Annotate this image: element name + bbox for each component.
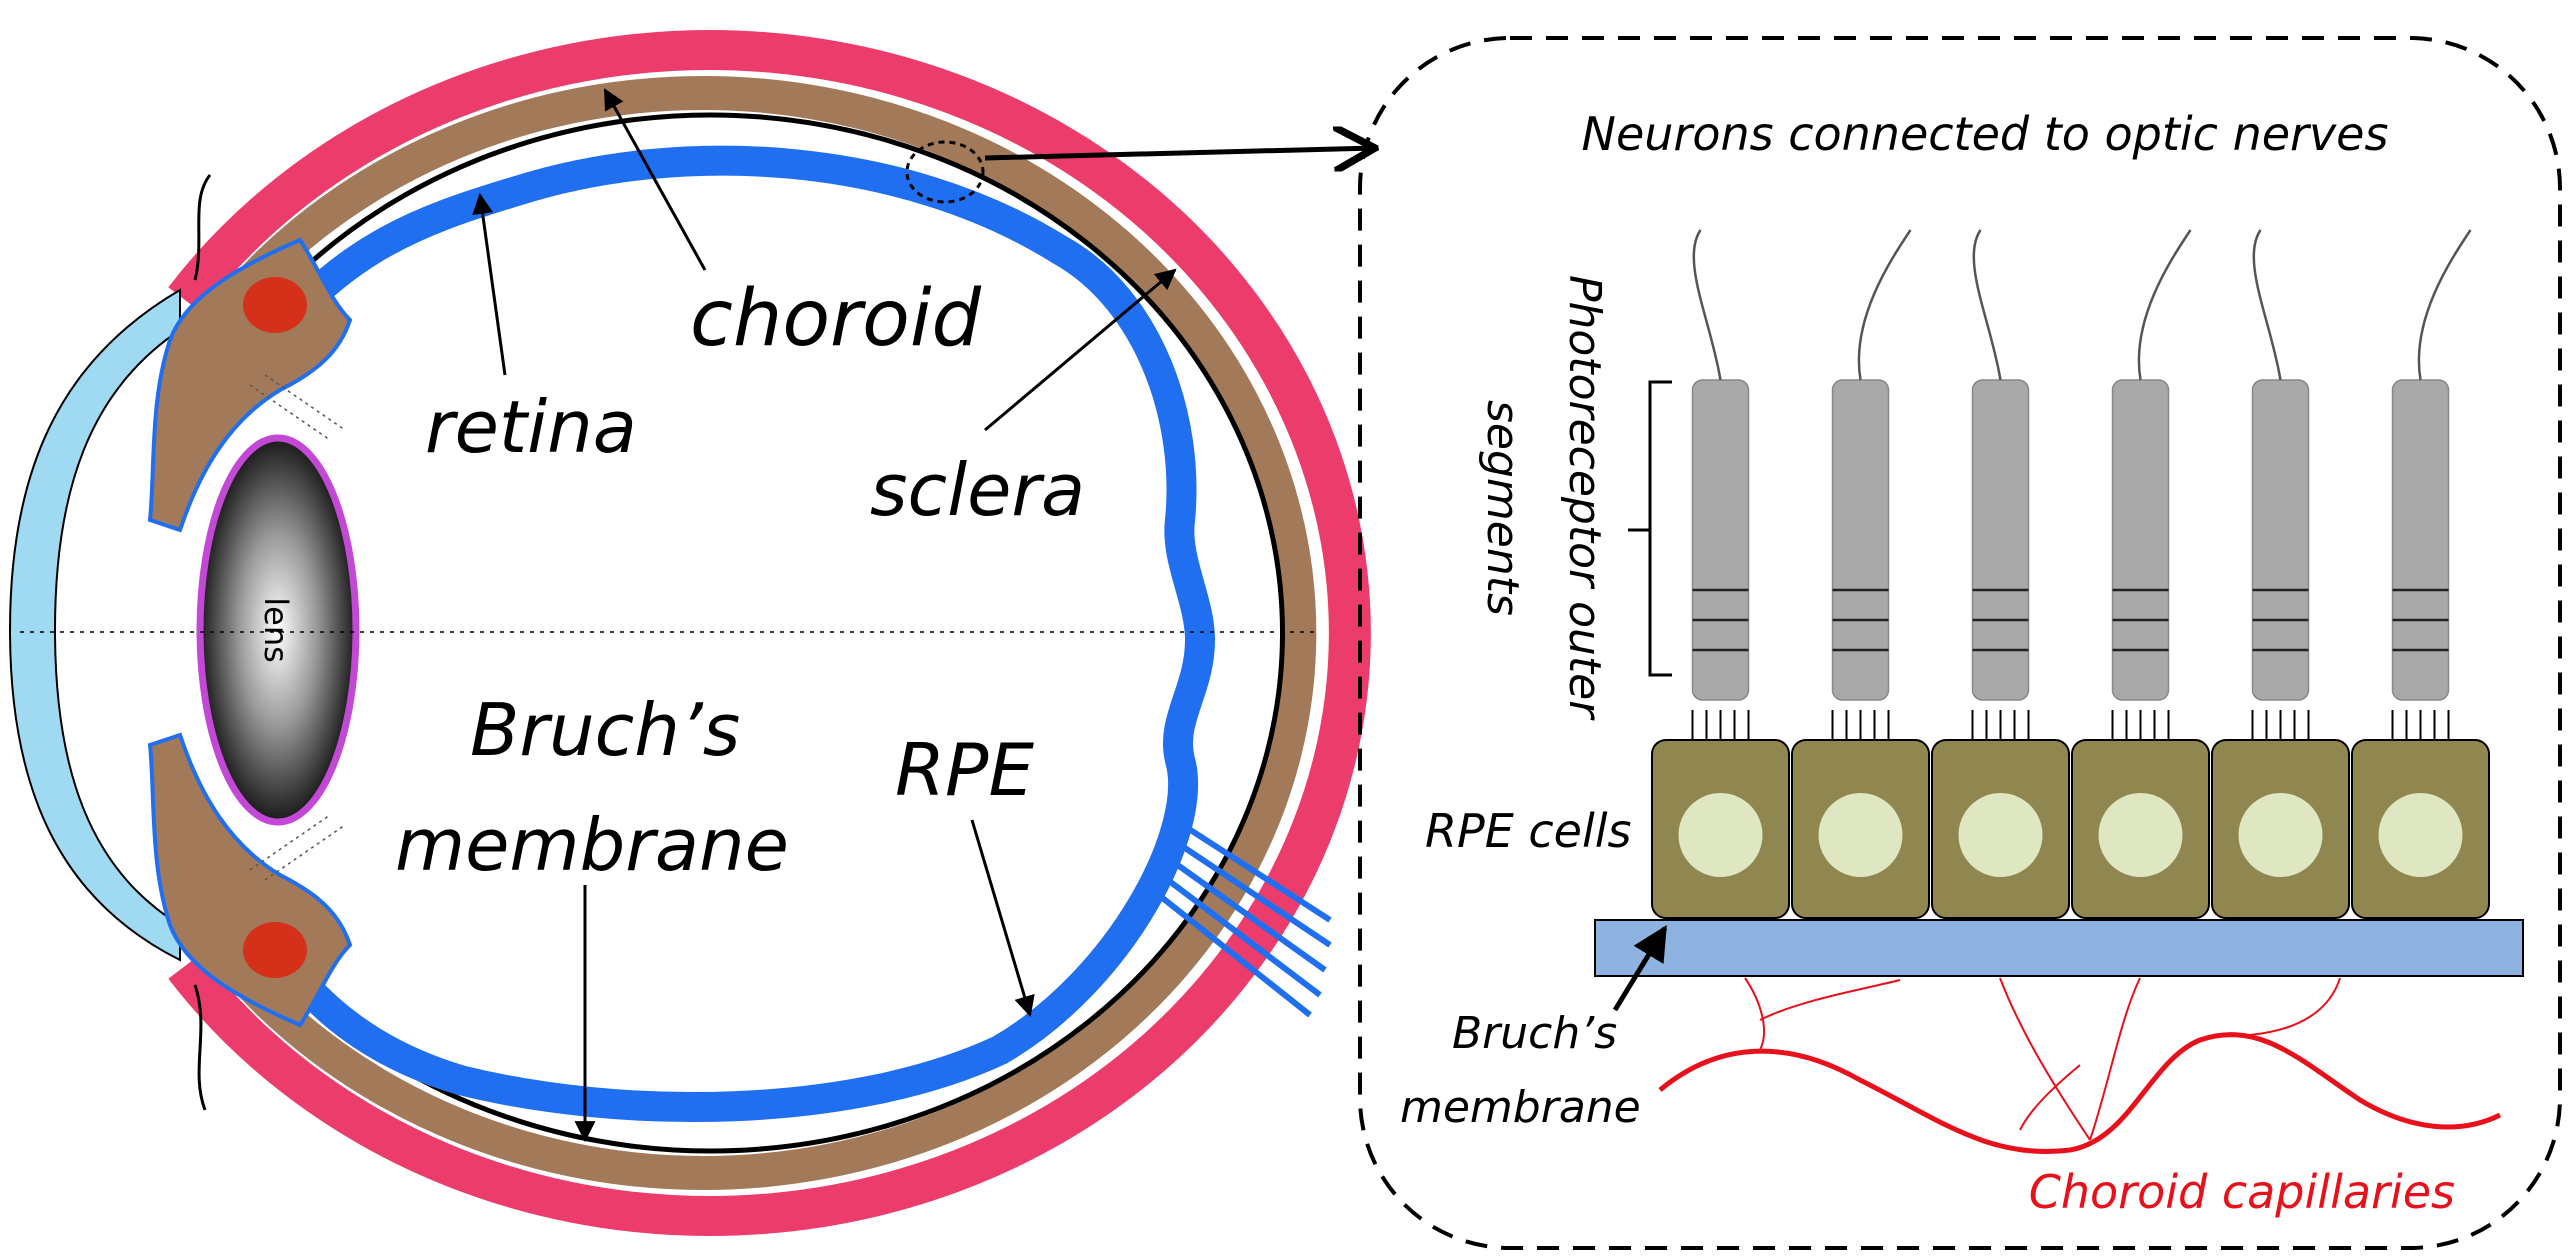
iris-upper-spot	[243, 277, 307, 333]
photoreceptor-segment	[2251, 379, 2310, 701]
photoreceptor	[1691, 229, 1750, 701]
rpe-cell-group	[1651, 710, 2490, 919]
bruchs-small-pointer	[1612, 925, 1668, 1012]
photoreceptor-segment	[1831, 379, 1890, 701]
photoreceptor	[2251, 229, 2310, 701]
bruchs-membrane-bar	[1594, 919, 2524, 977]
optic-nerve-fibers	[1153, 817, 1332, 1018]
choroid-capillaries-label: Choroid capillaries	[2029, 1165, 2455, 1219]
upper-eyelid	[193, 174, 212, 281]
rpe-pointer	[970, 819, 1035, 1018]
photoreceptor	[2391, 229, 2472, 701]
rpe-cell	[1651, 710, 1790, 919]
neuron-fiber	[1692, 229, 1722, 381]
neuron-fiber	[2252, 229, 2282, 381]
rpe-cell	[2351, 710, 2490, 919]
rpe-nucleus	[1818, 793, 1903, 877]
rpe-cell	[1791, 710, 1930, 919]
zoom-arrow	[984, 148, 1375, 158]
sclera-inner-line	[197, 70, 1329, 1196]
eye-section: lens retina choroid sclera Bruch’s membr…	[8, 30, 1375, 1236]
retina-layer	[236, 145, 1215, 1122]
photoreceptor	[2111, 229, 2192, 701]
bruchs-label-line1: Bruch’s	[470, 688, 740, 772]
choroid-label: choroid	[690, 274, 982, 364]
photoreceptor-label-line1: Photoreceptor outer	[1559, 275, 1610, 721]
retina-pointer	[472, 192, 507, 376]
lens	[196, 434, 360, 826]
photoreceptor	[1971, 229, 2030, 701]
sclera-pointer	[984, 268, 1177, 432]
choroid-pointer	[603, 88, 707, 271]
retina-label: retina	[425, 385, 637, 469]
rpe-cell	[2211, 710, 2350, 919]
bruchs-label-line2: membrane	[395, 803, 789, 887]
rpe-nucleus	[2238, 793, 2323, 877]
rpe-nucleus	[2098, 793, 2183, 877]
sclera-label: sclera	[870, 448, 1085, 532]
bruchs-small-label-line2: membrane	[1400, 1082, 1641, 1133]
sclera-layer	[168, 30, 1371, 1236]
rpe-nucleus	[1678, 793, 1763, 877]
lower-eyelid	[193, 984, 207, 1111]
rpe-cells-label: RPE cells	[1425, 804, 1632, 858]
photoreceptor-group	[1691, 229, 2472, 701]
rpe-nucleus	[1958, 793, 2043, 877]
lens-label: lens	[257, 597, 295, 663]
cornea	[8, 288, 181, 962]
photoreceptor-segment	[2391, 379, 2450, 701]
magnified-panel-border	[1358, 36, 2562, 1250]
choroid-capillaries	[1658, 977, 2502, 1155]
neuron-fiber	[2417, 229, 2472, 381]
photoreceptor	[1831, 229, 1912, 701]
capillary-main	[1658, 1032, 2502, 1155]
rpe-cell	[2071, 710, 2210, 919]
neuron-fiber	[1972, 229, 2002, 381]
capillary-branch	[1744, 977, 2341, 1141]
magnified-panel: Neurons connected to optic nerves Photor…	[1358, 36, 2562, 1250]
iris-lower-spot	[243, 922, 307, 978]
rpe-cell	[1931, 710, 2070, 919]
photoreceptor-label-line2: segments	[1477, 400, 1528, 616]
zoom-region-marker	[905, 140, 985, 204]
bruchs-small-label-line1: Bruch’s	[1452, 1008, 1617, 1059]
bruchs-membrane-line	[227, 112, 1286, 1154]
photoreceptor-segment	[1971, 379, 2030, 701]
photoreceptor-segment	[2111, 379, 2170, 701]
photoreceptor-segment	[1691, 379, 1750, 701]
neurons-label: Neurons connected to optic nerves	[1582, 107, 2389, 161]
photoreceptor-bracket	[1628, 380, 1672, 677]
rpe-nucleus	[2378, 793, 2463, 877]
rpe-label: RPE	[895, 728, 1034, 812]
zonule-fibers	[249, 374, 346, 881]
neuron-fiber	[2137, 229, 2192, 381]
neuron-fiber	[1857, 229, 1912, 381]
